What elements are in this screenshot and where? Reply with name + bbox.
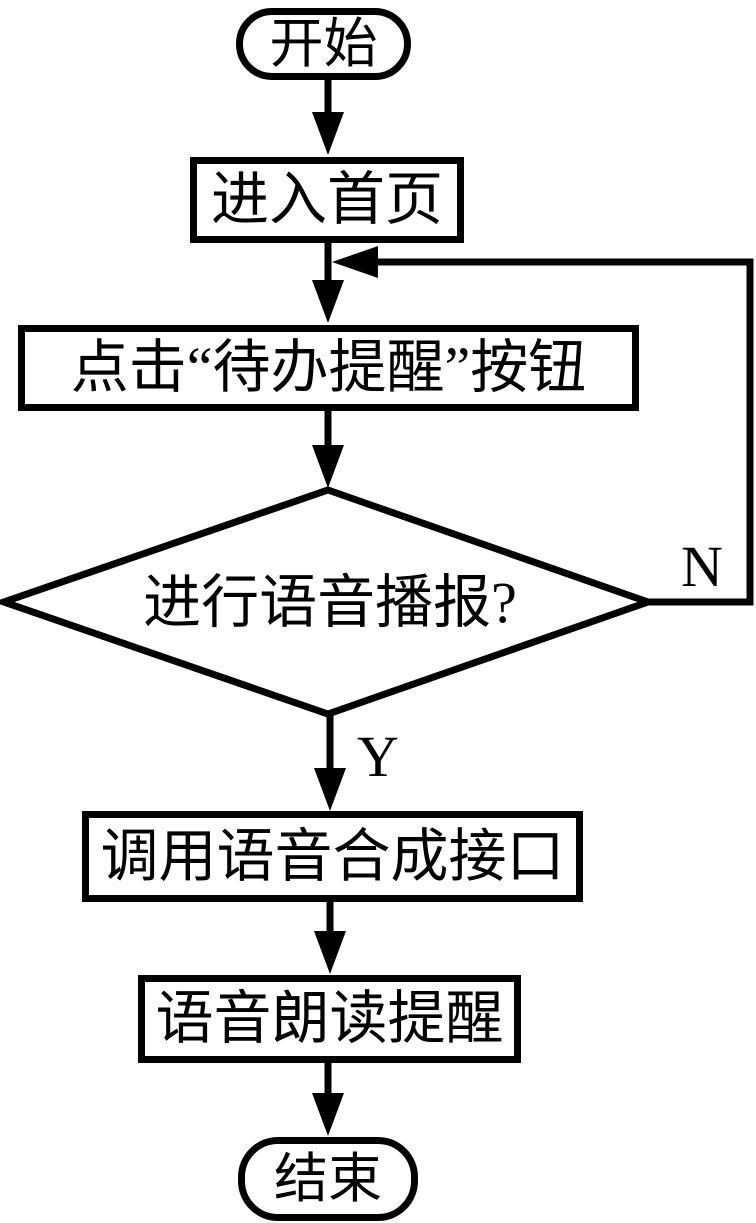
edge-decision-no-loop xyxy=(332,246,754,606)
node-read-reminder: 语音朗读提醒 xyxy=(138,975,521,1063)
node-end: 结束 xyxy=(238,1137,418,1221)
arrowhead-down-icon xyxy=(312,1093,344,1136)
node-call-tts: 调用语音合成接口 xyxy=(82,811,583,902)
arrowhead-left-icon xyxy=(332,246,378,278)
edge-enter-home-to-click-todo xyxy=(312,238,344,323)
branch-label-no: N xyxy=(681,534,723,599)
node-click-todo: 点击“待办提醒”按钮 xyxy=(18,325,639,411)
node-decision-label: 进行语音播报? xyxy=(143,570,517,635)
branch-label-yes: Y xyxy=(357,724,399,789)
arrowhead-down-icon xyxy=(314,931,346,974)
edge-start-to-enter-home xyxy=(312,74,344,155)
edge-decision-yes xyxy=(314,712,346,811)
edge-call-tts-to-read-reminder xyxy=(314,899,346,974)
arrowhead-down-icon xyxy=(312,445,344,488)
node-start-label: 开始 xyxy=(269,14,378,74)
edge-read-reminder-to-end xyxy=(312,1060,344,1136)
node-read-reminder-label: 语音朗读提醒 xyxy=(155,986,504,1051)
node-click-todo-label: 点击“待办提醒”按钮 xyxy=(70,335,587,400)
edge-click-todo-to-decision xyxy=(312,407,344,488)
node-call-tts-label: 调用语音合成接口 xyxy=(100,823,565,889)
arrowhead-down-icon xyxy=(312,280,344,323)
node-end-label: 结束 xyxy=(274,1149,382,1209)
arrowhead-down-icon xyxy=(312,112,344,155)
node-enter-home: 进入首页 xyxy=(190,157,464,243)
arrowhead-down-icon xyxy=(314,768,346,811)
node-enter-home-label: 进入首页 xyxy=(210,167,443,232)
node-start: 开始 xyxy=(236,8,411,80)
